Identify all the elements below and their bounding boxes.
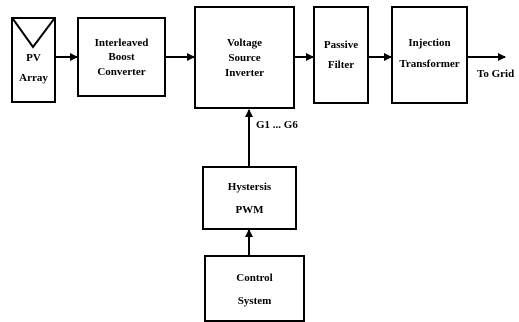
injection-transformer-label-2: Transformer [399,58,460,70]
hysteresis-pwm-block: Hystersis PWM [202,166,297,230]
pv-array-label-2: Array [19,72,48,84]
hysteresis-pwm-label-2: PWM [235,204,264,216]
boost-converter-block: Interleaved Boost Converter [77,17,166,97]
pv-panel-icon [13,19,54,49]
injection-transformer-label-1: Injection [408,37,451,49]
boost-converter-label-3: Converter [97,66,146,78]
vsi-label-1: Voltage [226,37,263,49]
vsi-label-2: Source [228,52,261,64]
pv-array-label-1: PV [26,52,41,64]
gate-signals-label: G1 ... G6 [256,119,298,131]
passive-filter-label-2: Filter [327,59,355,71]
control-system-block: Control System [204,255,305,322]
control-system-label-2: System [237,295,272,307]
voltage-source-inverter-block: Voltage Source Inverter [194,6,295,109]
hysteresis-pwm-label-1: Hystersis [227,181,272,193]
control-system-label-1: Control [236,272,273,284]
vsi-label-3: Inverter [224,67,265,79]
boost-converter-label-2: Boost [108,51,135,63]
to-grid-label: To Grid [477,68,515,80]
passive-filter-label-1: Passive [323,39,359,51]
boost-converter-label-1: Interleaved [94,37,149,49]
passive-filter-block: Passive Filter [313,6,369,104]
pv-array-block: PV Array [11,17,56,103]
injection-transformer-block: Injection Transformer [391,6,468,104]
